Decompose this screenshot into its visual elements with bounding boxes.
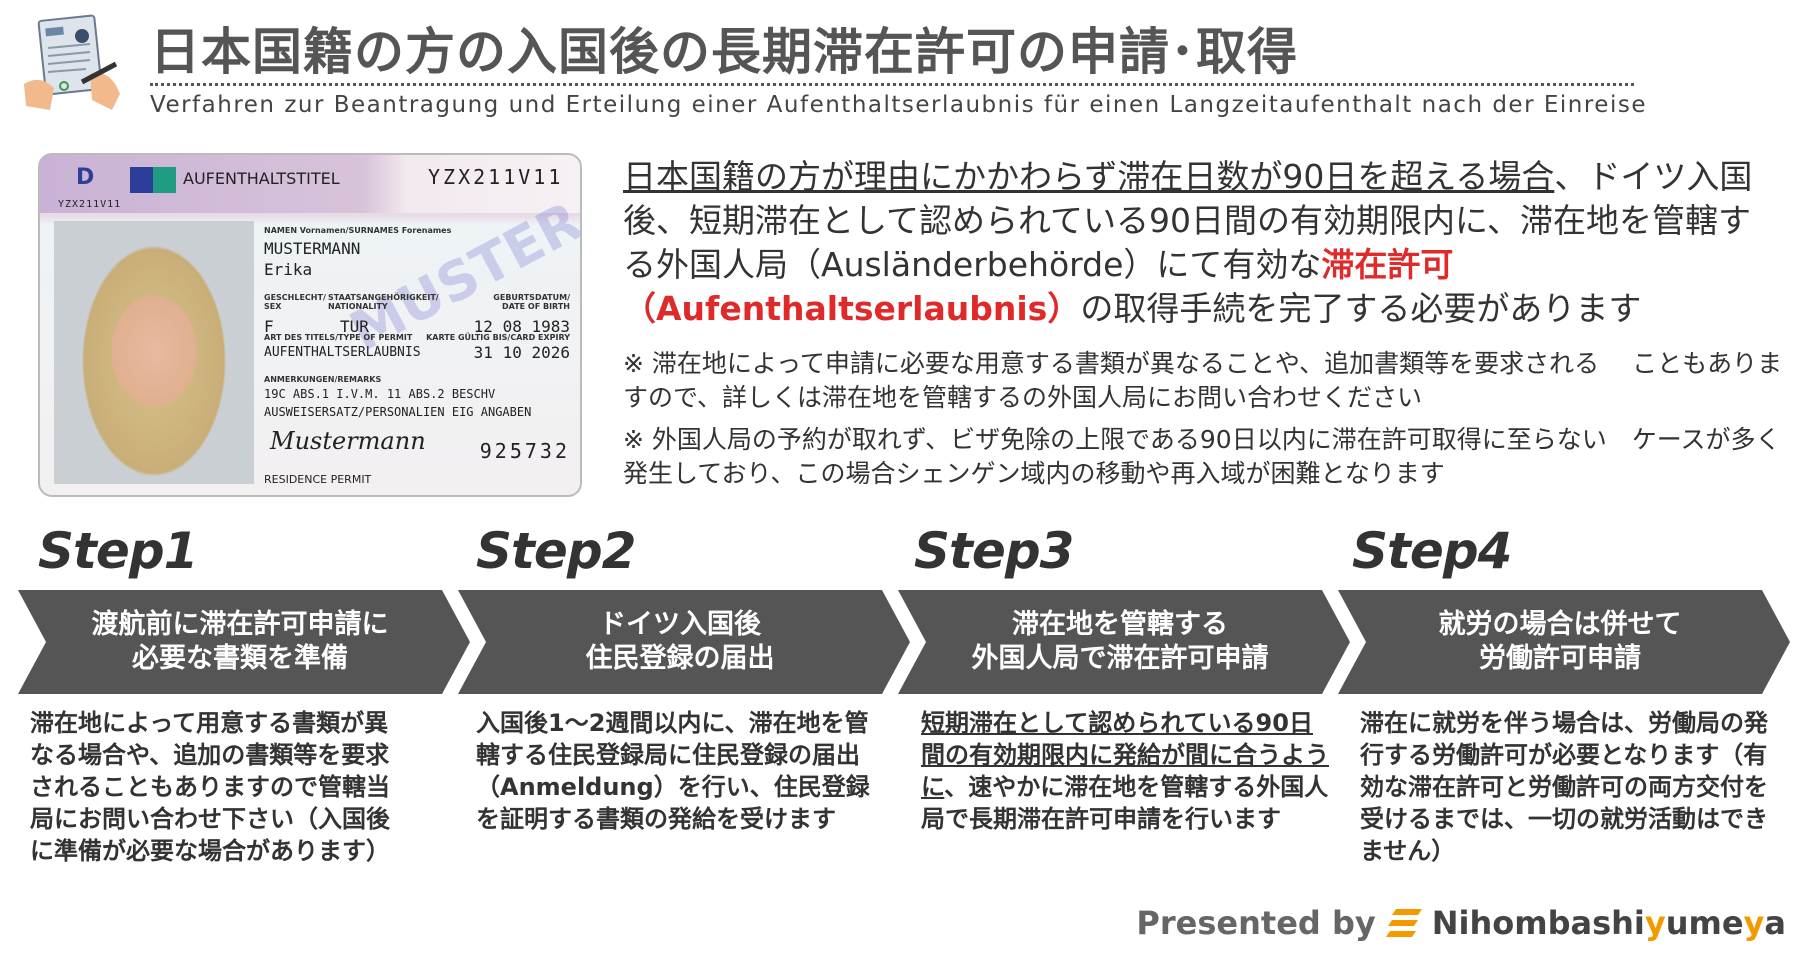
brand-logo-icon bbox=[1385, 909, 1422, 937]
chevron-step-2 bbox=[458, 590, 910, 694]
card-expiry: 31 10 2026 bbox=[473, 343, 570, 362]
step-1-title-line-1: 渡航前に滞在許可申請に bbox=[91, 609, 389, 640]
step-4-title-line-1: 就労の場合は併せて bbox=[1438, 609, 1682, 640]
card-doc-number-small: YZX211V11 bbox=[58, 199, 122, 210]
title-divider bbox=[150, 83, 1634, 86]
forename: Erika bbox=[264, 260, 313, 279]
chevron-step-3 bbox=[898, 590, 1350, 694]
step-4-body: 滞在に就労を伴う場合は、労働局の発行する労働許可が必要となります（有効な滞在許可… bbox=[1360, 709, 1768, 865]
portrait-photo bbox=[54, 221, 254, 484]
step-2-label: Step2 bbox=[476, 522, 636, 580]
step-1-title: 渡航前に滞在許可申請に必要な書類を準備 bbox=[40, 600, 440, 684]
lead-underlined: 日本国籍の方が理由にかかわらず滞在日数が90日を超える場合 bbox=[623, 157, 1555, 196]
step-1-title-line-2: 必要な書類を準備 bbox=[132, 643, 348, 674]
remarks-line-2: AUSWEISERSATZ/PERSONALIEN EIG ANGABEN bbox=[264, 405, 532, 419]
lead-text-end: の取得手続を完了する必要があります bbox=[1080, 289, 1642, 328]
step-4-label: Step4 bbox=[1352, 522, 1512, 580]
remarks-label: ANMERKUNGEN/REMARKS bbox=[264, 375, 382, 384]
document-signing-icon bbox=[20, 14, 132, 114]
step-1-body: 滞在地によって用意する書類が異なる場合や、追加の書類等を要求されることもあります… bbox=[30, 709, 390, 865]
step-3-body-underlined: 短期滞在として認められている90日間の有効期限内に発給が間に合うように bbox=[921, 709, 1329, 801]
residence-permit-card-image: D AUFENTHALTSTITEL YZX211V11 YZX211V11 M… bbox=[38, 153, 582, 497]
chevron-step-1 bbox=[18, 590, 470, 694]
date-of-birth: 12 08 1983 bbox=[473, 317, 570, 336]
step-3-title: 滞在地を管轄する外国人局で滞在許可申請 bbox=[920, 600, 1320, 684]
presented-by-label: Presented by bbox=[1136, 904, 1376, 942]
card-doc-number: YZX211V11 bbox=[428, 165, 564, 189]
surname: MUSTERMANN bbox=[264, 239, 361, 258]
sex-label: GESCHLECHT/ SEX bbox=[264, 293, 326, 311]
step-chevrons bbox=[18, 590, 1790, 694]
step-3-label: Step3 bbox=[914, 522, 1074, 580]
country-code: D bbox=[76, 165, 95, 190]
sex: F bbox=[264, 317, 274, 336]
step-2-title-line-1: ドイツ入国後 bbox=[599, 609, 761, 640]
nationality: TUR bbox=[340, 317, 369, 336]
nationality-label: STAATSANGEHÖRIGKEIT/ NATIONALITY bbox=[328, 293, 439, 311]
step-3-title-line-1: 滞在地を管轄する bbox=[1012, 609, 1228, 640]
chevron-step-4 bbox=[1338, 590, 1790, 694]
step-2-body: 入国後1～2週間以内に、滞在地を管轄する住民登録局に住民登録の届出（Anmeld… bbox=[476, 709, 870, 833]
step-4-title-line-2: 労働許可申請 bbox=[1479, 643, 1641, 674]
lead-paragraph: 日本国籍の方が理由にかかわらず滞在日数が90日を超える場合、ドイツ入国後、短期滞… bbox=[623, 155, 1783, 331]
step-3-body-text: 、速やかに滞在地を管轄する外国人局で長期滞在許可申請を行います bbox=[921, 773, 1329, 833]
step-1-label: Step1 bbox=[38, 522, 198, 580]
brand-name: Nihombashiyumeya bbox=[1431, 904, 1786, 942]
dob-label: GEBURTSDATUM/ DATE OF BIRTH bbox=[493, 293, 570, 311]
step-2-title: ドイツ入国後住民登録の届出 bbox=[480, 600, 880, 684]
note-2: ※ 外国人局の予約が取れず、ビザ免除の上限である90日以内に滞在許可取得に至らな… bbox=[623, 425, 1781, 488]
page-title: 日本国籍の方の入国後の長期滞在許可の申請･取得 bbox=[150, 23, 1298, 81]
step-3-title-line-2: 外国人局で滞在許可申請 bbox=[971, 643, 1269, 674]
lead-text: 、ドイツ入国後、短期滞在として認められている90日間の有効期限内に、滞在地を管轄… bbox=[623, 157, 1753, 284]
permit-type-label: ART DES TITELS/TYPE OF PERMIT bbox=[264, 333, 413, 342]
signature: Mustermann bbox=[270, 427, 426, 455]
permit-type: AUFENTHALTSERLAUBNIS bbox=[264, 345, 421, 360]
lead-highlight: 滞在許可（Aufenthaltserlaubnis） bbox=[623, 245, 1454, 328]
expiry-label: KARTE GÜLTIG BIS/CARD EXPIRY bbox=[426, 333, 570, 342]
card-number: 925732 bbox=[479, 439, 570, 463]
eu-emblem-icon bbox=[130, 167, 176, 193]
card-doc-title: AUFENTHALTSTITEL bbox=[183, 169, 340, 188]
remarks-line-1: 19C ABS.1 I.V.M. 11 ABS.2 BESCHV bbox=[264, 387, 496, 401]
presented-by: Presented by Nihombashiyumeya bbox=[1136, 904, 1786, 942]
step-2-title-line-2: 住民登録の届出 bbox=[585, 643, 775, 674]
step-4-title: 就労の場合は併せて労働許可申請 bbox=[1360, 600, 1760, 684]
step-3-body: 短期滞在として認められている90日間の有効期限内に発給が間に合うように、速やかに… bbox=[921, 707, 1331, 835]
card-footer: RESIDENCE PERMIT bbox=[264, 473, 372, 486]
page-subtitle: Verfahren zur Beantragung und Erteilung … bbox=[150, 92, 1647, 118]
note-1: ※ 滞在地によって申請に必要な用意する書類が異なることや、追加書類等を要求される… bbox=[623, 349, 1783, 412]
name-label: NAMEN Vornamen/SURNAMES Forenames bbox=[264, 226, 452, 235]
